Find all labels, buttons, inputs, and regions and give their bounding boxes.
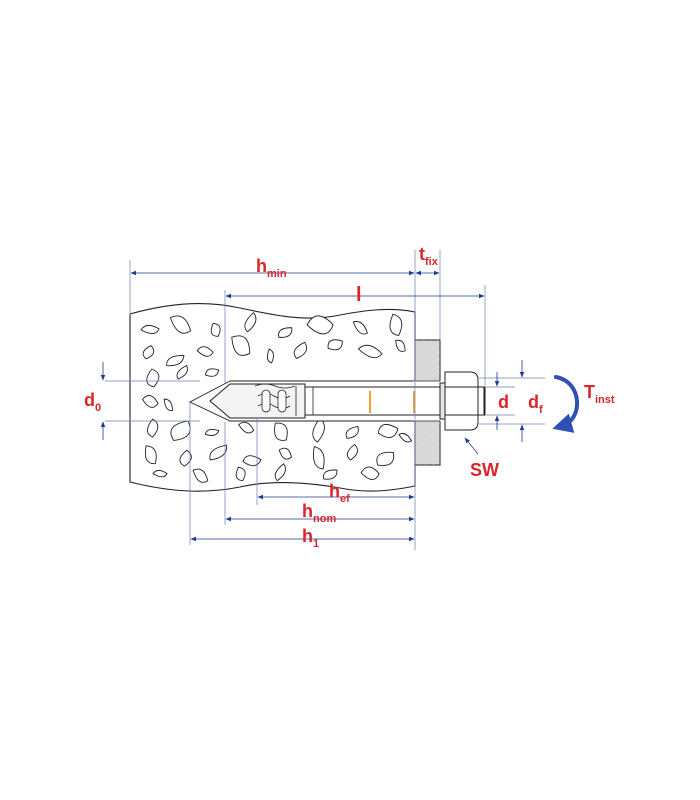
aggregate-pebble [278, 447, 292, 460]
aggregate-pebble [209, 444, 228, 461]
aggregate-pebble [196, 346, 214, 357]
aggregate-pebble [377, 423, 399, 438]
extension-lines [105, 250, 545, 550]
aggregate-pebble [389, 313, 403, 336]
label-t-fix: tfix [419, 244, 439, 268]
aggregate-pebble [293, 341, 308, 359]
aggregate-pebble [144, 445, 157, 465]
aggregate-pebble [146, 418, 159, 438]
aggregate-pebble [346, 443, 359, 461]
aggregate-pebble [274, 422, 288, 441]
label-sub: min [267, 268, 287, 280]
svg-text:Tinst: Tinst [584, 382, 615, 406]
torque-arrow [552, 375, 579, 433]
aggregate-pebble [192, 468, 209, 483]
svg-text:hnom: hnom [302, 501, 336, 525]
aggregate-pebble [235, 466, 246, 481]
label-d: d [498, 392, 509, 412]
aggregate-pebble [357, 344, 383, 359]
aggregate-pebble [141, 395, 159, 408]
dimension-lines [100, 270, 525, 542]
svg-text:d0: d0 [84, 390, 101, 414]
aggregate-pebble [170, 420, 191, 441]
aggregate-pebble [278, 327, 293, 338]
aggregate-pebble [376, 451, 395, 466]
aggregate-pebble [322, 469, 338, 480]
aggregate-pebble [140, 324, 160, 334]
aggregate-pebble [169, 315, 192, 334]
label-t-inst: Tinst [584, 382, 615, 406]
label-h1: h1 [302, 526, 319, 550]
aggregate-pebble [238, 421, 255, 434]
aggregate-pebble [352, 321, 368, 335]
expansion-sleeve [209, 383, 306, 419]
svg-text:hef: hef [329, 481, 350, 505]
label-h-min: hmin [256, 256, 287, 280]
aggregate-pebble [152, 469, 168, 478]
aggregate-pebble [179, 449, 192, 467]
aggregate-pebble [204, 429, 220, 436]
svg-text:d: d [498, 392, 509, 412]
aggregate-pebble [244, 312, 257, 333]
svg-text:hmin: hmin [256, 256, 287, 280]
label-df: df [528, 392, 543, 416]
aggregate-pebble [360, 466, 380, 481]
label-l: l [356, 284, 362, 306]
aggregate-pebble [146, 368, 160, 388]
label-main: h [256, 256, 267, 276]
aggregate-pebble [166, 355, 185, 367]
svg-text:h1: h1 [302, 526, 319, 550]
aggregate-pebble [395, 339, 406, 352]
label-h-ef: hef [329, 481, 350, 505]
label-h-nom: hnom [302, 501, 336, 525]
aggregate-pebble [163, 398, 173, 411]
aggregate-pebble [231, 335, 251, 356]
aggregate-pebble [306, 315, 334, 335]
label-d0: d0 [84, 390, 101, 414]
hex-nut [444, 371, 479, 431]
svg-text:df: df [528, 392, 543, 416]
aggregate-pebble [398, 433, 413, 443]
aggregate-pebble [312, 417, 325, 443]
label-sw: SW [470, 460, 499, 480]
aggregate-pebble [142, 345, 155, 360]
svg-text:tfix: tfix [419, 244, 439, 268]
aggregate-pebble [205, 368, 220, 377]
aggregate-pebble [176, 364, 188, 380]
aggregate-pebble [266, 348, 274, 364]
aggregate-pebble [242, 455, 262, 467]
aggregate-pebble [274, 463, 286, 482]
washer [439, 382, 446, 420]
aggregate-pebble [327, 339, 343, 351]
svg-text:l: l [356, 284, 362, 306]
aggregate-pebble [210, 322, 221, 337]
aggregate-pebble [345, 425, 359, 439]
svg-text:SW: SW [470, 460, 499, 480]
aggregate-pebble [313, 446, 325, 470]
